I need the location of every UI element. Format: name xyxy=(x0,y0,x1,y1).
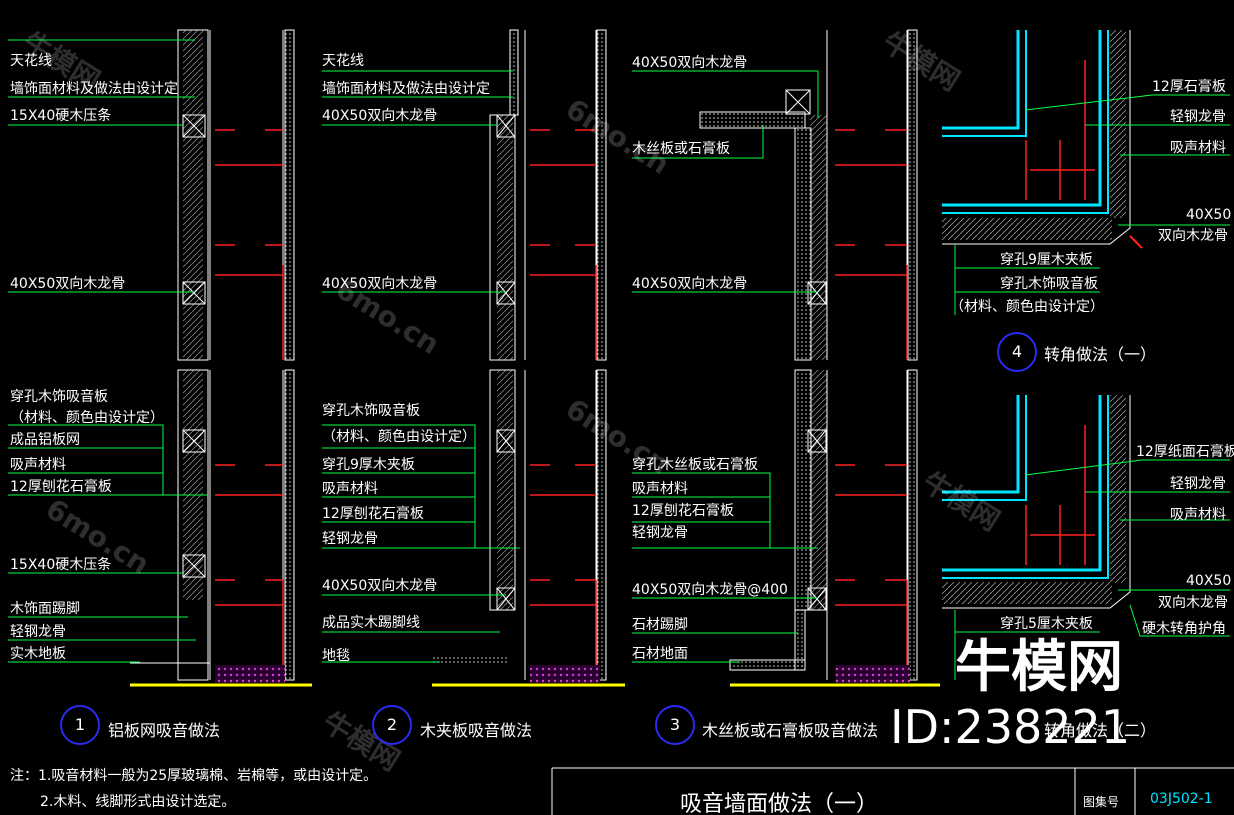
label-d4-material-note: （材料、颜色由设计定） xyxy=(950,299,1104,315)
detail-2-section xyxy=(432,29,625,687)
atlas-number-label: 图集号 xyxy=(1083,795,1120,809)
label-d1-wall-finish: 墙饰面材料及做法由设计定 xyxy=(10,81,178,97)
label-d4-steel-keel: 轻钢龙骨 xyxy=(1170,109,1226,125)
label-d1-hardwood-strip: 15X40硬木压条 xyxy=(10,108,112,124)
detail-4-corner-upper xyxy=(942,30,1143,249)
leader-lines xyxy=(8,39,1230,680)
label-d4-perforated: 穿孔木饰吸音板 xyxy=(1000,276,1098,292)
label-d2-keel: 40X50双向木龙骨 xyxy=(322,108,438,124)
label-d4-absorbing: 吸声材料 xyxy=(1170,140,1226,156)
label-d2-keel-lower: 40X50双向木龙骨 xyxy=(322,276,438,292)
label-d5-gypsum: 12厚纸面石膏板 xyxy=(1136,444,1234,460)
label-d2-material-note: （材料、颜色由设计定） xyxy=(322,429,476,445)
detail-caption-5: 转角做法（二） xyxy=(1044,721,1157,740)
label-d4-plywood: 穿孔9厘木夹板 xyxy=(1000,252,1093,268)
label-d1-ceiling-line: 天花线 xyxy=(10,53,52,69)
label-d5-keel: 双向木龙骨 xyxy=(1158,595,1228,611)
label-d2-steel-keel: 轻钢龙骨 xyxy=(322,531,378,547)
detail-number-3: 3 xyxy=(655,705,695,745)
atlas-number: 03J502-1 xyxy=(1150,791,1213,807)
drawing-title: 吸音墙面做法（一） xyxy=(680,792,879,815)
label-d2-carpet: 地毯 xyxy=(322,648,350,664)
label-d1-hardwood-strip-lower: 15X40硬木压条 xyxy=(10,557,112,573)
label-d5-plywood: 穿孔5厘木夹板 xyxy=(1000,616,1093,632)
label-d1-absorbing-material: 吸声材料 xyxy=(10,457,66,473)
brand-logo: 牛模网 xyxy=(955,635,1123,700)
label-d2-gypsum-board: 12厚刨花石膏板 xyxy=(322,506,424,522)
label-d3-keel: 40X50双向木龙骨 xyxy=(632,276,748,292)
label-d4-gypsum: 12厚石膏板 xyxy=(1152,79,1226,95)
label-d1-keel: 40X50双向木龙骨 xyxy=(10,276,126,292)
label-d3-wood-wool-board: 木丝板或石膏板 xyxy=(632,141,730,157)
label-d5-steel-keel: 轻钢龙骨 xyxy=(1170,476,1226,492)
label-d3-keel-top: 40X50双向木龙骨 xyxy=(632,55,748,71)
label-d2-ceiling-line: 天花线 xyxy=(322,53,364,69)
title-block-frame xyxy=(551,767,1234,815)
detail-caption-2: 木夹板吸音做法 xyxy=(420,721,533,740)
detail-1-section xyxy=(130,29,312,687)
label-d1-wood-floor: 实木地板 xyxy=(10,646,66,662)
label-d1-aluminium-mesh: 成品铝板网 xyxy=(10,432,80,448)
label-d3-stone-skirting: 石材踢脚 xyxy=(632,617,688,633)
label-d3-perforated-board: 穿孔木丝板或石膏板 xyxy=(632,457,758,473)
label-d1-steel-keel: 轻钢龙骨 xyxy=(10,624,66,640)
detail-number-1: 1 xyxy=(60,705,100,745)
label-d4-keel: 双向木龙骨 xyxy=(1158,228,1228,244)
label-d3-keel-400: 40X50双向木龙骨@400 xyxy=(632,582,788,598)
detail-caption-3: 木丝板或石膏板吸音做法 xyxy=(702,721,879,740)
label-d2-keel-bottom: 40X50双向木龙骨 xyxy=(322,578,438,594)
label-d2-perforated-board: 穿孔木饰吸音板 xyxy=(322,403,420,419)
label-d5-absorbing: 吸声材料 xyxy=(1170,507,1226,523)
label-d1-gypsum-board: 12厚刨花石膏板 xyxy=(10,479,112,495)
label-d3-stone-floor: 石材地面 xyxy=(632,646,688,662)
label-d5-size: 40X50 xyxy=(1186,573,1232,589)
detail-number-2: 2 xyxy=(372,705,412,745)
label-d3-absorbing-material: 吸声材料 xyxy=(632,481,688,497)
label-d4-size: 40X50 xyxy=(1186,207,1232,223)
note-line-1: 注：1.吸音材料一般为25厚玻璃棉、岩棉等，或由设计定。 xyxy=(10,768,378,784)
label-d3-steel-keel: 轻钢龙骨 xyxy=(632,525,688,541)
label-d2-absorbing-material: 吸声材料 xyxy=(322,481,378,497)
label-d3-gypsum-board: 12厚刨花石膏板 xyxy=(632,503,734,519)
label-d1-material-note: （材料、颜色由设计定） xyxy=(10,410,164,426)
detail-caption-4: 转角做法（一） xyxy=(1044,345,1157,364)
detail-5-corner-lower xyxy=(942,395,1131,609)
label-d2-wall-finish: 墙饰面材料及做法由设计定 xyxy=(322,81,490,97)
brand-id: ID:238221 xyxy=(890,700,1131,754)
label-d2-plywood: 穿孔9厚木夹板 xyxy=(322,457,415,473)
detail-3-section xyxy=(699,29,940,687)
detail-number-4: 4 xyxy=(997,332,1037,372)
label-d5-corner-guard: 硬木转角护角 xyxy=(1142,621,1226,637)
label-d1-perforated-board: 穿孔木饰吸音板 xyxy=(10,389,108,405)
label-d1-skirting: 木饰面踢脚 xyxy=(10,601,80,617)
label-d2-skirting: 成品实木踢脚线 xyxy=(322,615,420,631)
note-line-2: 2.木料、线脚形式由设计选定。 xyxy=(40,794,236,810)
detail-caption-1: 铝板网吸音做法 xyxy=(108,721,221,740)
